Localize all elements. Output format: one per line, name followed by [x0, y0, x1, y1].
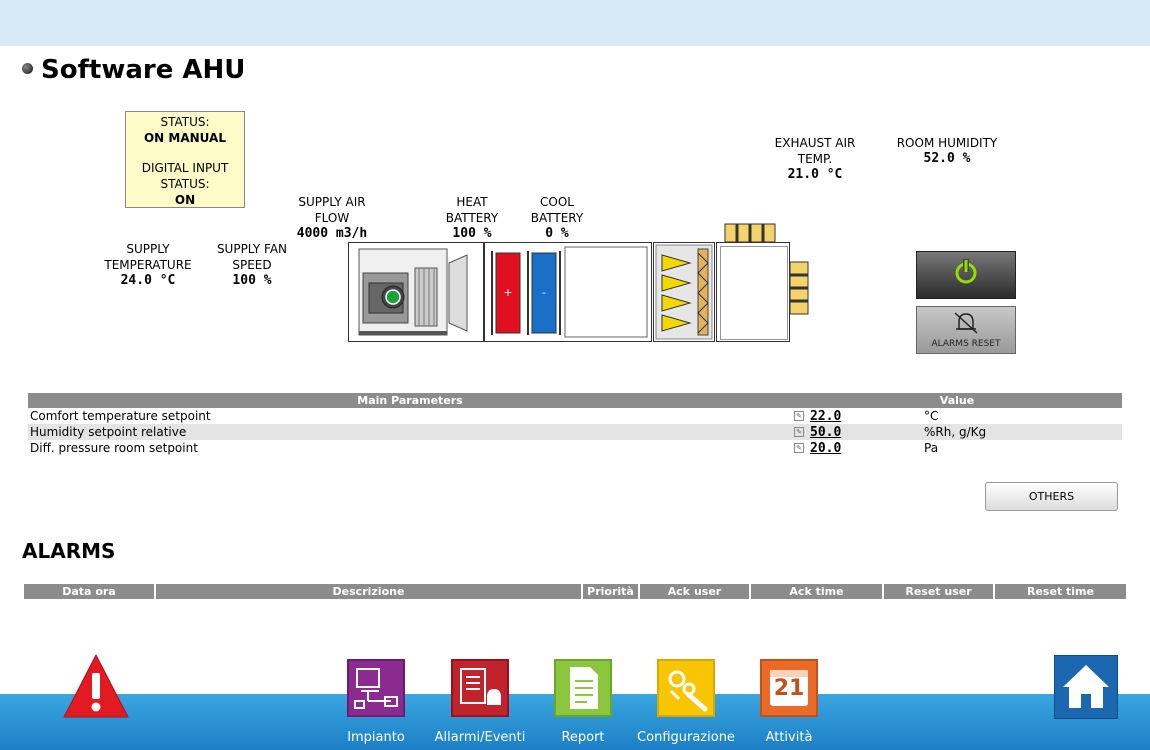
power-button[interactable] — [916, 251, 1016, 299]
column-header-priorita: Priorità — [583, 584, 638, 599]
table-row: Humidity setpoint relative ✎ 50.0 %Rh, g/… — [28, 424, 1122, 440]
fan-section — [348, 242, 484, 342]
bullet-icon — [22, 63, 33, 74]
supply-temperature-value: 24.0 °C — [120, 273, 176, 288]
nav-label-configurazione: Configurazione — [637, 730, 735, 745]
home-button[interactable] — [1054, 655, 1118, 719]
alarms-title: ALARMS — [22, 539, 116, 563]
nav-label-attivita: Attività — [765, 730, 813, 745]
parameter-name: Humidity setpoint relative — [28, 424, 792, 440]
plant-icon — [347, 659, 405, 717]
parameter-unit: °C — [924, 409, 939, 423]
humidity-setpoint-value[interactable]: 50.0 — [810, 424, 842, 440]
digital-input-value: ON — [174, 193, 196, 207]
edit-icon[interactable]: ✎ — [794, 411, 804, 421]
bell-off-icon — [954, 312, 978, 334]
table-row: Diff. pressure room setpoint ✎ 20.0 Pa — [28, 440, 1122, 456]
parameter-unit: %Rh, g/Kg — [922, 424, 1122, 440]
column-header-value: Value — [792, 393, 1122, 408]
supply-fan-speed-reading: SUPPLY FAN SPEED 100 % — [207, 241, 297, 289]
supply-temperature-reading: SUPPLY TEMPERATURE 24.0 °C — [98, 241, 198, 289]
parameter-unit: Pa — [924, 441, 939, 455]
room-humidity-reading: ROOM HUMIDITY 52.0 % — [887, 135, 1007, 167]
page-title: Software AHU — [22, 55, 245, 85]
svg-text:+: + — [503, 286, 512, 299]
heat-battery-coil — [495, 252, 521, 334]
alarm-events-icon — [451, 659, 509, 717]
warning-icon[interactable] — [62, 653, 130, 721]
column-header-reset-time: Reset time — [995, 584, 1126, 599]
nav-label-impianto: Impianto — [347, 730, 405, 745]
supply-air-flow-reading: SUPPLY AIR FLOW 4000 m3/h — [282, 194, 382, 242]
alarms-reset-label: ALARMS RESET — [931, 339, 1001, 349]
room-humidity-value: 52.0 % — [923, 151, 971, 166]
edit-icon[interactable]: ✎ — [794, 443, 804, 453]
column-header-ack-time: Ack time — [751, 584, 882, 599]
heat-battery-value: 100 % — [452, 226, 492, 241]
home-icon — [1063, 665, 1109, 708]
supply-fan-speed-value: 100 % — [232, 273, 272, 288]
digital-input-label-2: STATUS: — [160, 177, 210, 191]
cool-battery-reading: COOL BATTERY 0 % — [517, 194, 597, 242]
parameter-name: Diff. pressure room setpoint — [30, 441, 198, 455]
diff-pressure-setpoint-value[interactable]: 20.0 — [810, 440, 842, 456]
status-value: ON MANUAL — [143, 131, 226, 145]
cool-battery-value: 0 % — [545, 226, 569, 241]
outdoor-damper-icon — [789, 261, 809, 315]
column-header-reset-user: Reset user — [884, 584, 993, 599]
parameter-name: Comfort temperature setpoint — [30, 409, 211, 423]
cool-battery-coil — [531, 252, 557, 334]
nav-impianto[interactable]: Impianto — [321, 659, 431, 745]
main-parameters-table: Main Parameters Value Comfort temperatur… — [28, 393, 1122, 456]
mixing-section — [716, 242, 790, 342]
status-box: STATUS: ON MANUAL DIGITAL INPUT STATUS: … — [125, 111, 245, 208]
nav-configurazione[interactable]: Configurazione — [631, 659, 741, 745]
nav-report[interactable]: Report — [528, 659, 638, 745]
supply-fan-icon — [358, 248, 468, 336]
edit-icon[interactable]: ✎ — [794, 427, 804, 437]
comfort-temperature-setpoint-value[interactable]: 22.0 — [810, 408, 842, 424]
column-header-data-ora: Data ora — [24, 584, 154, 599]
column-header-descrizione: Descrizione — [156, 584, 581, 599]
battery-section: + - — [484, 242, 652, 342]
report-icon — [554, 659, 612, 717]
exhaust-air-temp-reading: EXHAUST AIR TEMP. 21.0 °C — [765, 135, 865, 183]
column-header-main-parameters: Main Parameters — [28, 393, 792, 408]
nav-label-report: Report — [561, 730, 605, 745]
svg-text:-: - — [542, 286, 546, 299]
others-button[interactable]: OTHERS — [985, 482, 1118, 511]
power-icon — [955, 259, 977, 284]
nav-label-allarmi-eventi: Allarmi/Eventi — [434, 730, 526, 745]
nav-allarmi-eventi[interactable]: Allarmi/Eventi — [425, 659, 535, 745]
table-row: Comfort temperature setpoint ✎ 22.0 °C — [28, 408, 1122, 424]
status-label: STATUS: — [160, 115, 210, 129]
alarms-reset-button[interactable]: ALARMS RESET — [916, 306, 1016, 354]
exhaust-air-temp-value: 21.0 °C — [787, 167, 843, 182]
digital-input-label: DIGITAL INPUT — [141, 161, 229, 175]
top-bar — [0, 0, 1150, 46]
exhaust-damper-icon — [724, 223, 776, 243]
configuration-icon — [657, 659, 715, 717]
filter-section — [653, 242, 715, 342]
calendar-day: 21 — [773, 676, 805, 701]
column-header-ack-user: Ack user — [640, 584, 749, 599]
supply-air-flow-value: 4000 m3/h — [296, 226, 368, 241]
filter-icon — [655, 244, 713, 340]
nav-attivita[interactable]: 21 Attività — [734, 659, 844, 745]
calendar-icon: 21 — [760, 659, 818, 717]
heat-battery-reading: HEAT BATTERY 100 % — [432, 194, 512, 242]
